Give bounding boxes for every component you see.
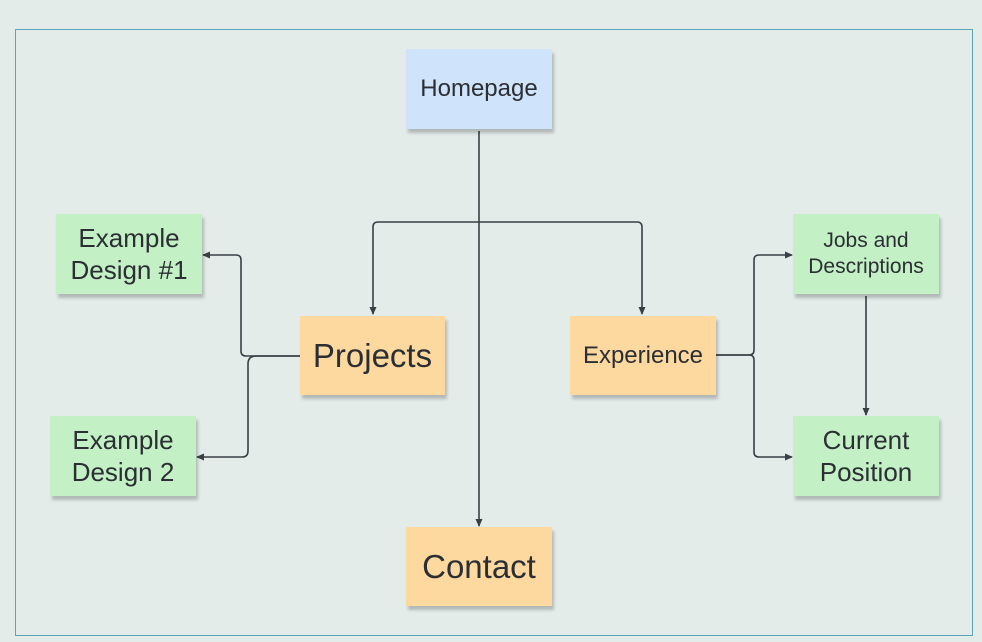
- edge-homepage-projects: [369, 221, 479, 315]
- node-experience: Experience: [570, 316, 716, 395]
- node-example-design-1-label: Example Design #1: [70, 222, 188, 286]
- node-example-design-2-label: Example Design 2: [71, 424, 175, 488]
- edge-experience-current: [716, 354, 793, 461]
- edge-experience-jobs: [716, 251, 793, 356]
- edge-homepage-experience: [479, 221, 646, 315]
- node-homepage: Homepage: [406, 49, 552, 129]
- node-current-position-label: Current Position: [819, 424, 913, 488]
- node-projects: Projects: [300, 316, 445, 395]
- edge-projects-example1: [202, 251, 300, 357]
- node-jobs-and-descriptions-label: Jobs and Descriptions: [808, 228, 924, 278]
- node-experience-label: Experience: [582, 341, 704, 369]
- edge-projects-example2: [196, 355, 300, 461]
- node-example-design-1: Example Design #1: [56, 214, 202, 294]
- node-jobs-and-descriptions: Jobs and Descriptions: [793, 214, 939, 294]
- node-homepage-label: Homepage: [420, 75, 538, 102]
- node-current-position: Current Position: [793, 416, 939, 496]
- node-example-design-2: Example Design 2: [50, 416, 196, 496]
- node-contact-label: Contact: [422, 547, 536, 585]
- node-projects-label: Projects: [312, 336, 433, 374]
- node-contact: Contact: [406, 527, 552, 606]
- diagram-frame: [15, 29, 973, 636]
